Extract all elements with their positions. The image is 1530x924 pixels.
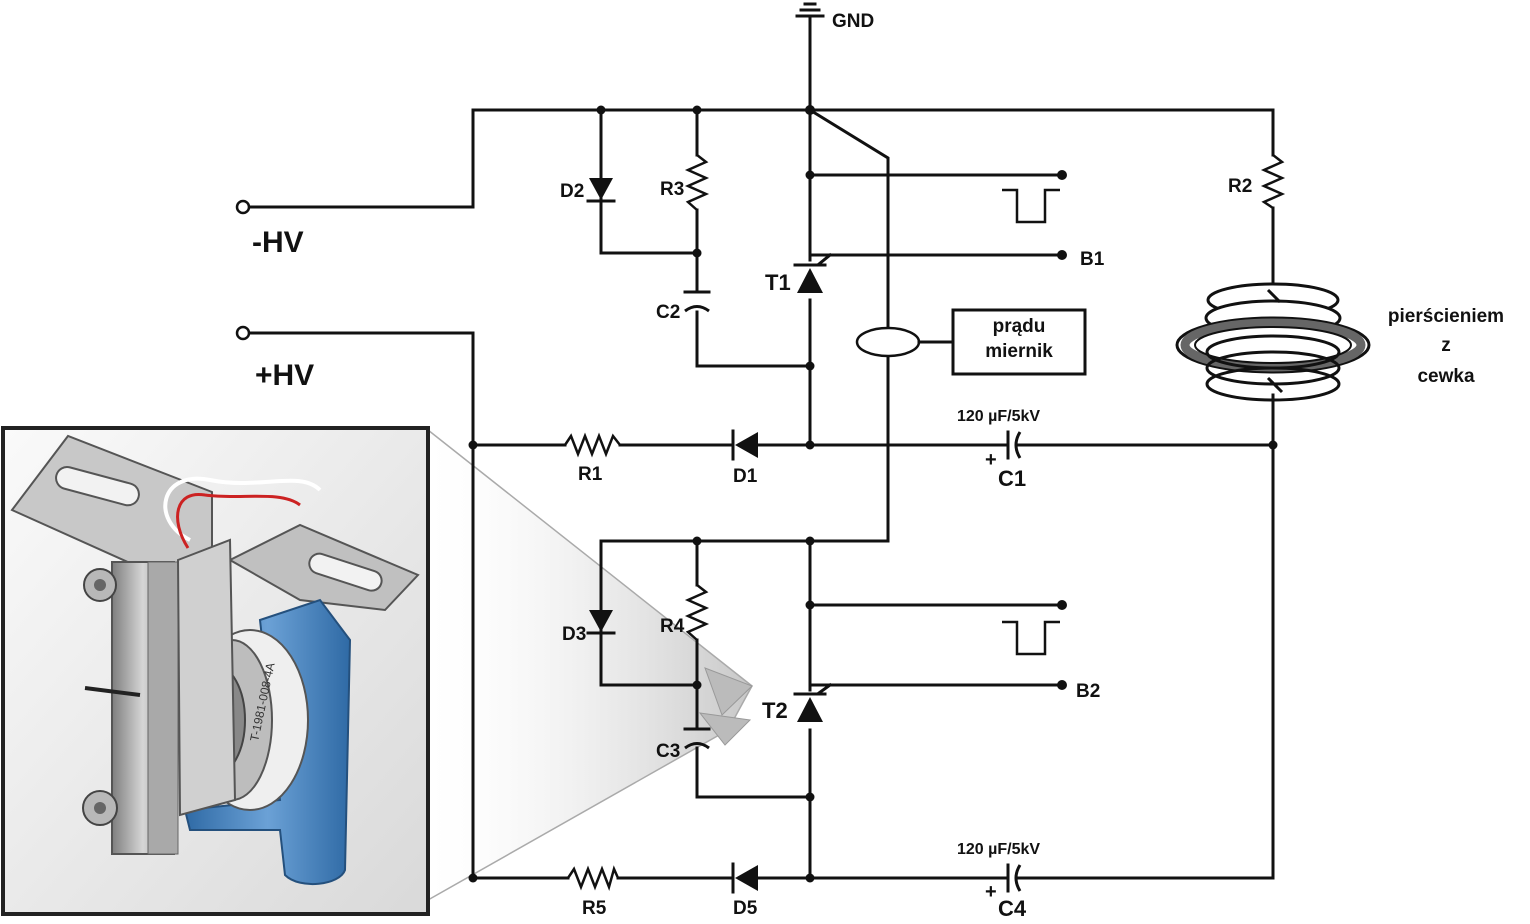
- d1-label: D1: [733, 466, 758, 487]
- svg-text:+: +: [985, 881, 997, 903]
- c4-label: C4: [998, 896, 1027, 919]
- d2-label: D2: [560, 181, 584, 202]
- capacitor-c2: [683, 290, 711, 313]
- current-meter-line1: miernik: [985, 341, 1053, 362]
- r2-label: R2: [1228, 176, 1252, 197]
- d3-label: D3: [562, 624, 586, 645]
- thyristor-t1: [793, 252, 833, 293]
- b2-label: B2: [1076, 681, 1100, 702]
- thyristor-photo: T-1981-008-4A: [1, 426, 430, 916]
- gnd-label: GND: [832, 11, 874, 32]
- current-meter-box: [951, 308, 1087, 376]
- svg-text:+: +: [985, 449, 997, 471]
- r4-label: R4: [660, 616, 685, 637]
- resistor-r3: [684, 154, 710, 211]
- gate-pulse-b1-icon: [1002, 188, 1060, 224]
- d5-label: D5: [733, 898, 758, 919]
- resistor-r2: [1260, 154, 1286, 210]
- diode-d2: [586, 178, 616, 203]
- projection-arrow-upper: [704, 667, 753, 716]
- coil-label-line3: pierścieniem: [1388, 306, 1504, 327]
- junctions: [468, 105, 1278, 883]
- resistor-r1: [563, 432, 621, 458]
- pos-hv-label: +HV: [255, 359, 314, 392]
- capacitor-c1: +: [985, 430, 1022, 471]
- capacitor-c3: [683, 727, 711, 750]
- resistor-r4: [684, 584, 710, 641]
- c4-value-label: 120 µF/5kV: [957, 841, 1040, 858]
- coil-with-ring: [1175, 282, 1371, 402]
- capacitor-c4: +: [985, 863, 1022, 903]
- diode-d1: [731, 429, 758, 461]
- c3-label: C3: [656, 741, 680, 762]
- current-sensor-loop: [855, 326, 921, 358]
- t1-label: T1: [765, 270, 791, 295]
- wires: [246, 16, 1275, 880]
- coil-label-line2: z: [1441, 335, 1451, 356]
- neg-hv-terminal[interactable]: [235, 199, 251, 215]
- r3-label: R3: [660, 179, 684, 200]
- neg-hv-label: -HV: [252, 226, 304, 259]
- projection-arrow-lower: [698, 712, 752, 746]
- c1-label: C1: [998, 466, 1026, 491]
- pos-hv-terminal[interactable]: [235, 325, 251, 341]
- gate-pulse-b2-icon: [1002, 620, 1060, 656]
- diode-d5: [731, 862, 758, 894]
- c2-label: C2: [656, 302, 680, 323]
- ground-icon: [795, 2, 825, 18]
- resistor-r5: [566, 865, 620, 891]
- current-meter-line2: prądu: [993, 316, 1046, 337]
- diode-d3: [586, 610, 616, 635]
- r1-label: R1: [578, 464, 603, 485]
- r5-label: R5: [582, 898, 607, 919]
- thyristor-t2: [793, 682, 833, 722]
- b1-label: B1: [1080, 249, 1105, 270]
- coil-label-line1: cewka: [1417, 366, 1474, 387]
- t2-label: T2: [762, 698, 788, 723]
- zoom-projection: [427, 428, 753, 902]
- c1-value-label: 120 µF/5kV: [957, 408, 1040, 425]
